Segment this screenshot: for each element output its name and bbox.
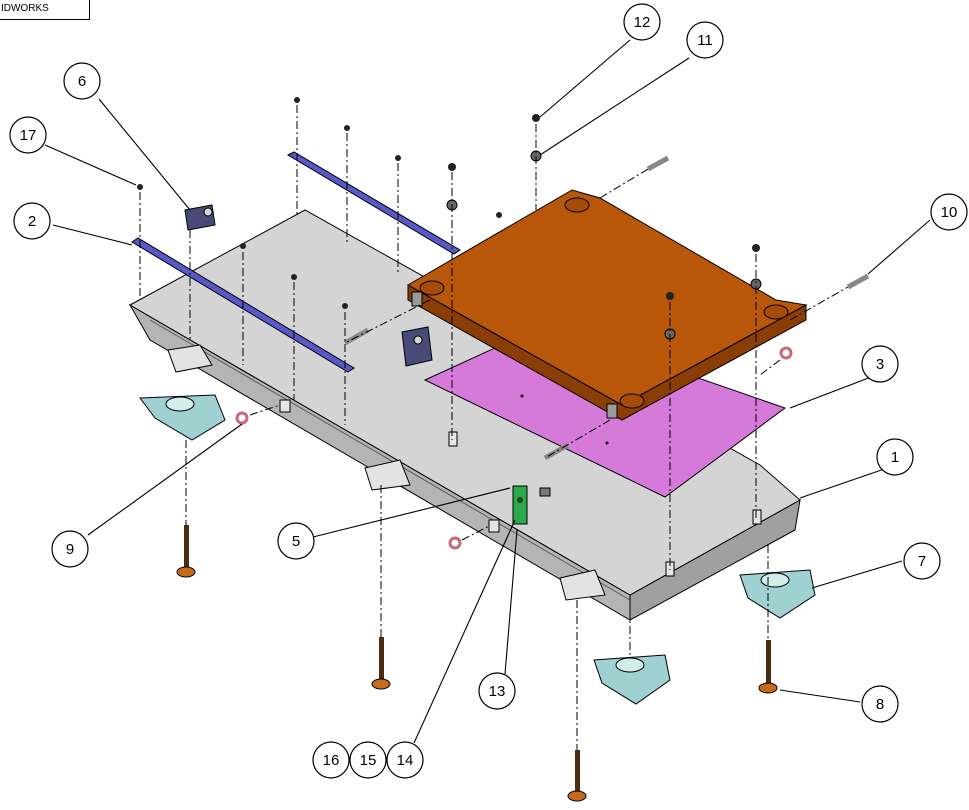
top-plate [406, 189, 808, 421]
balloon-label: 17 [20, 127, 37, 144]
angle-bracket-6 [184, 204, 216, 231]
sensor-board [512, 485, 528, 525]
clip-block [279, 399, 291, 413]
eyebolt [235, 411, 249, 425]
balloon-16: 16 [312, 741, 350, 779]
balloon-3: 3 [861, 345, 899, 383]
clip-block [488, 519, 500, 533]
leveler-3 [758, 640, 778, 694]
balloon-12: 12 [623, 3, 661, 41]
rail-rear [286, 151, 461, 255]
standoff [448, 431, 458, 447]
balloon-label: 16 [323, 752, 340, 769]
balloon-label: 15 [360, 752, 377, 769]
balloon-1: 1 [876, 438, 914, 476]
eyebolt [448, 536, 462, 550]
assembly-axis-lines [139, 105, 849, 750]
balloon-label: 1 [891, 449, 899, 466]
skirt-bracket [364, 459, 411, 491]
balloon-label: 2 [28, 213, 36, 230]
leveler-4 [567, 750, 587, 802]
balloon-label: 6 [78, 73, 86, 90]
balloon-label: 3 [876, 356, 884, 373]
balloon-label: 12 [634, 14, 651, 31]
eyebolt [779, 346, 793, 360]
balloon-7: 7 [903, 542, 941, 580]
leveler-2 [371, 637, 391, 690]
balloon-label: 11 [697, 32, 713, 49]
balloon-17: 17 [9, 116, 47, 154]
balloon-label: 8 [876, 696, 884, 713]
balloon-label: 13 [489, 683, 506, 700]
balloon-label: 10 [941, 204, 958, 221]
balloon-15: 15 [349, 741, 387, 779]
balloon-label: 14 [397, 752, 414, 769]
foot-center [593, 654, 671, 705]
angle-bracket-center [401, 326, 433, 367]
balloon-label: 5 [292, 533, 300, 550]
balloon-11: 11 [686, 21, 724, 59]
balloon-8: 8 [861, 685, 899, 723]
balloon-14: 14 [386, 741, 424, 779]
balloon-6: 6 [63, 62, 101, 100]
foot-right [739, 569, 816, 619]
balloon-9: 9 [51, 530, 89, 568]
standoff [752, 509, 762, 525]
balloon-2: 2 [13, 202, 51, 240]
foot-left [139, 394, 226, 441]
balloon-label: 7 [918, 553, 926, 570]
leader-lines [44, 39, 931, 744]
watermark-label: IDWORKS [0, 0, 90, 20]
leveler-1 [176, 525, 196, 578]
base-tray-top [128, 209, 801, 596]
skirt-bracket [167, 344, 213, 373]
balloon-13: 13 [478, 672, 516, 710]
skirt-bracket [559, 569, 606, 601]
fasteners [137, 97, 762, 340]
balloon-10: 10 [930, 193, 968, 231]
balloon-5: 5 [277, 522, 315, 560]
balloon-label: 9 [66, 541, 74, 558]
